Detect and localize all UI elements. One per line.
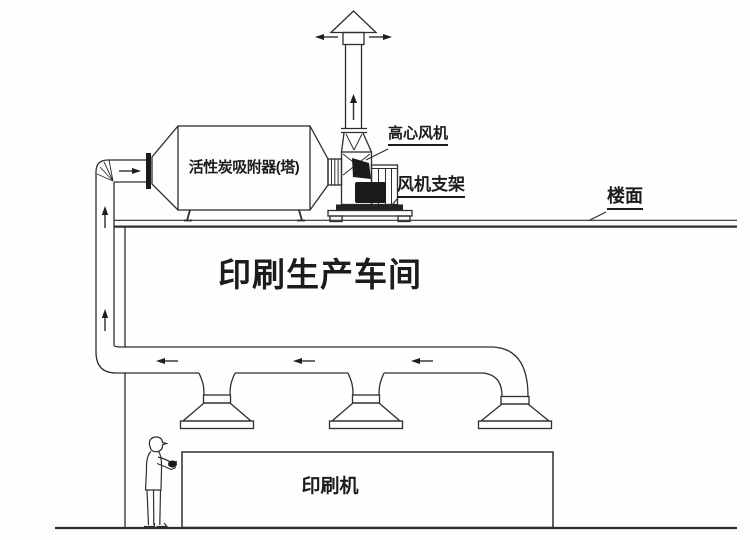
rain-cap <box>329 10 378 34</box>
exhaust-hood <box>328 372 404 430</box>
riser-duct <box>95 153 151 374</box>
centrifugal-fan-label: 高心风机 <box>388 125 449 146</box>
cap-collar <box>342 31 365 46</box>
person-figure <box>144 436 178 528</box>
leader-lines <box>365 148 607 221</box>
fan-motor-dark <box>355 182 386 203</box>
header-duct <box>116 346 529 397</box>
workshop-title: 印刷生产车间 <box>218 256 422 293</box>
printing-machine <box>181 451 554 529</box>
fan-support-label: 风机支架 <box>397 175 465 198</box>
cap-left-arrow-icon <box>315 34 338 40</box>
inlet-flange <box>146 153 151 189</box>
fan-support-base <box>327 204 413 223</box>
elbow-gore-lines <box>96 159 114 182</box>
exhaust-hood <box>477 395 553 430</box>
inlet-right-arrow-icon <box>119 168 141 174</box>
duct-left-arrow-icon <box>156 358 178 364</box>
riser-up-arrow-icon <box>101 309 109 331</box>
printing-machine-label: 印刷机 <box>301 476 359 497</box>
riser-up-arrow-icon <box>101 206 109 228</box>
fan-label-leader <box>365 148 389 161</box>
support-label-leader <box>387 198 398 211</box>
exhaust-hood <box>179 372 255 430</box>
fan-impeller-dark <box>352 158 371 179</box>
adsorber-legs <box>184 209 305 222</box>
exhaust-stack <box>329 10 378 134</box>
held-object <box>168 460 177 468</box>
floor-label-leader <box>588 211 607 221</box>
roof-slab <box>114 219 737 228</box>
duct-left-arrow-icon <box>411 358 433 364</box>
duct-left-arrow-icon <box>293 358 315 364</box>
flow-arrows <box>101 34 433 364</box>
floor-slab-label: 楼面 <box>607 186 643 210</box>
carbon-adsorber-label: 活性炭吸附器(塔) <box>188 159 300 176</box>
stack-up-arrow-icon <box>350 94 357 120</box>
flexible-connector <box>327 158 343 186</box>
cap-right-arrow-icon <box>369 34 392 40</box>
